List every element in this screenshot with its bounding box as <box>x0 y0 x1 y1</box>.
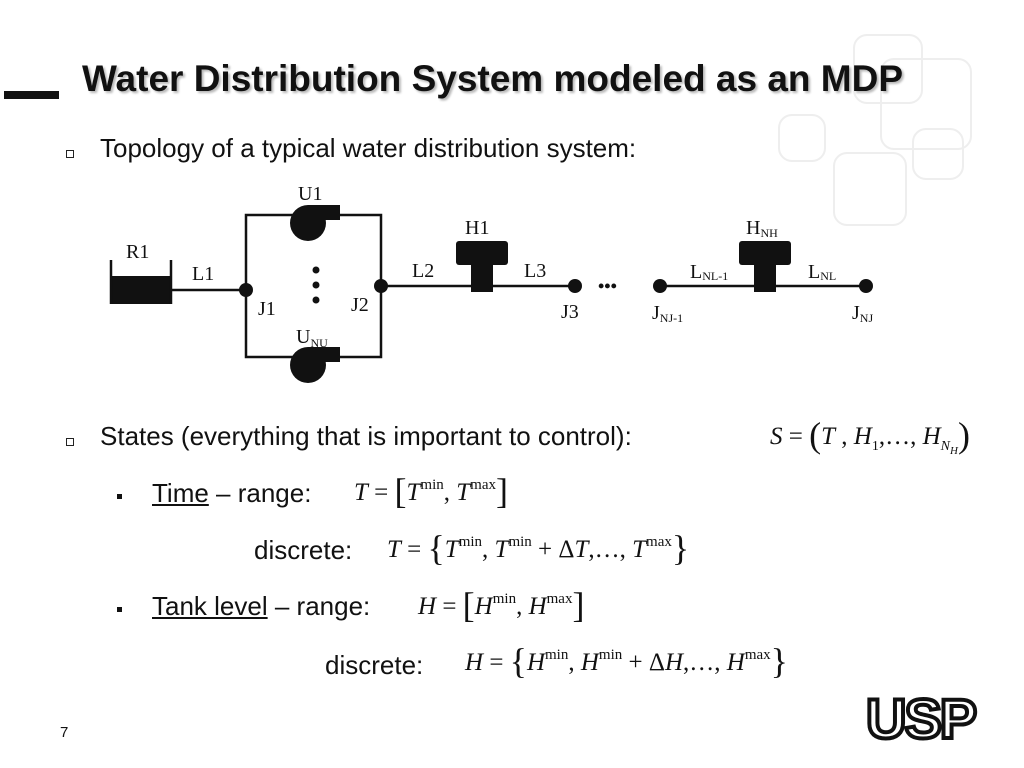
formula-state: S = (T , H1,…, HNH) <box>770 415 970 457</box>
label-link-last: LNL <box>808 261 836 283</box>
bullet-states: States (everything that is important to … <box>100 421 632 451</box>
dot <box>312 266 320 274</box>
time-range-text: – range: <box>208 478 312 508</box>
decor-square <box>880 58 972 150</box>
junction-prev <box>653 279 667 293</box>
pump-bottom-outlet <box>308 347 340 362</box>
time-bullet: Time – range: <box>152 478 311 509</box>
junction-last <box>859 279 873 293</box>
junction-j3 <box>568 279 582 293</box>
slide-number: 7 <box>60 724 69 741</box>
label-reservoir: R1 <box>126 241 149 263</box>
junction-j1 <box>239 283 253 297</box>
usp-logo: USP <box>866 690 980 744</box>
label-ellipsis: ••• <box>598 276 617 296</box>
label-tank1: H1 <box>465 217 489 239</box>
formula-tank-range: H = [Hmin, Hmax] <box>418 585 585 625</box>
bullet-marker <box>66 438 74 446</box>
pump-top-outlet <box>308 205 340 220</box>
time-discrete-text: discrete: <box>254 535 353 565</box>
label-link2: L2 <box>412 260 434 282</box>
tank-last-top <box>739 241 791 265</box>
usp-logo-text: USP <box>866 690 976 744</box>
bullet-topology: Topology of a typical water distribution… <box>100 133 637 163</box>
label-junction2: J2 <box>351 294 369 316</box>
tank-discrete-text: discrete: <box>325 650 424 680</box>
label-link3: L3 <box>524 260 546 282</box>
tank-h1-top <box>456 241 508 265</box>
slide-title: Water Distribution System modeled as an … <box>82 58 904 99</box>
label-junction1: J1 <box>258 298 276 320</box>
tank-range-text: – range: <box>267 591 371 621</box>
sub-bullet-marker <box>117 494 122 499</box>
label-junction3: J3 <box>561 301 579 323</box>
title-accent-bar <box>4 91 59 99</box>
label-pump-bottom: UNU <box>296 326 328 350</box>
decor-square <box>833 152 907 226</box>
time-label: Time <box>152 478 209 508</box>
junction-j2 <box>374 279 388 293</box>
decor-square <box>912 128 964 180</box>
dot <box>312 296 320 304</box>
topology-diagram: R1 L1 U1 UNU J1 J2 L2 H1 L3 J3 ••• JNJ-1… <box>109 183 873 383</box>
formula-time-range: T = [Tmin, Tmax] <box>354 471 508 511</box>
tank-h1-stem <box>471 262 493 292</box>
formula-tank-discrete: H = {Hmin, Hmin + ΔH,…, Hmax} <box>465 641 788 681</box>
dot <box>312 281 320 289</box>
tank-bullet: Tank level – range: <box>152 591 370 622</box>
label-junction-prev: JNJ-1 <box>652 302 683 325</box>
sub-bullet-marker <box>117 607 122 612</box>
tank-last-stem <box>754 262 776 292</box>
formula-time-discrete: T = {Tmin, Tmin + ΔT,…, Tmax} <box>387 528 690 568</box>
label-link-prev: LNL-1 <box>690 261 728 283</box>
decor-square <box>778 114 826 162</box>
label-junction-last: JNJ <box>852 302 873 325</box>
label-tank-last: HNH <box>746 217 778 240</box>
label-pump-top: U1 <box>298 183 322 205</box>
decor-square <box>853 34 923 104</box>
tank-level-label: Tank level <box>152 591 268 621</box>
label-link1: L1 <box>192 263 214 285</box>
reservoir-shape <box>110 276 172 304</box>
bullet-marker <box>66 150 74 158</box>
